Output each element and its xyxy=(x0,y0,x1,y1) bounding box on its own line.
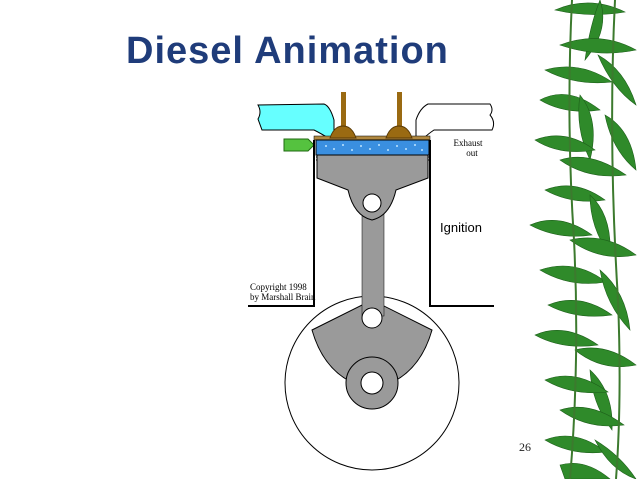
crank-pin xyxy=(361,307,383,329)
stroke-label: Ignition xyxy=(440,220,482,235)
intake-valve xyxy=(329,92,357,139)
copyright-line2: by Marshall Brain xyxy=(250,292,316,302)
crankshaft-center xyxy=(360,371,384,395)
exhaust-port xyxy=(415,103,495,139)
wrist-pin xyxy=(362,193,382,213)
fuel-injector xyxy=(283,138,315,152)
cylinder-wall-left xyxy=(248,140,315,307)
intake-port xyxy=(257,103,335,139)
cylinder-wall-right xyxy=(429,140,494,307)
slide-title: Diesel Animation xyxy=(126,30,449,72)
exhaust-valve xyxy=(385,92,413,139)
fuel-spray xyxy=(325,144,423,151)
exhaust-label-line2: out xyxy=(466,148,478,158)
piston xyxy=(316,154,429,221)
copyright-line1: Copyright 1998 xyxy=(250,282,307,292)
exhaust-label-line1: Exhaust xyxy=(454,138,483,148)
page-number: 26 xyxy=(519,440,531,454)
